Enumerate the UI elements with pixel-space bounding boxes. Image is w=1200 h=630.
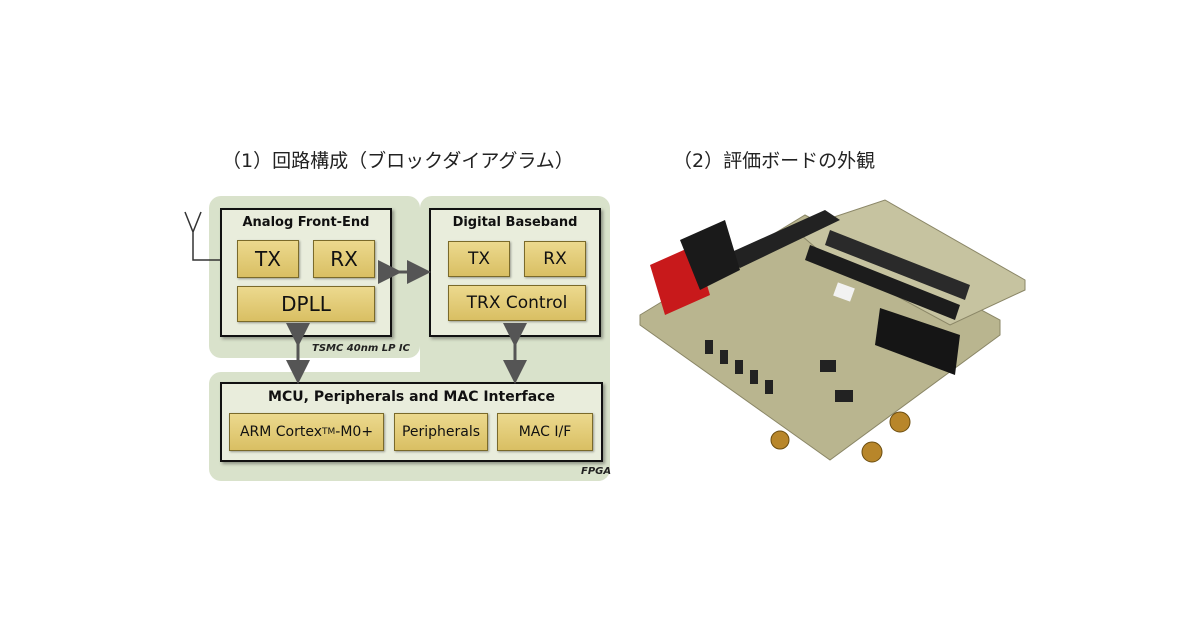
analog-front-end-block: Analog Front-End TX RX DPLL [220, 208, 392, 337]
caption-board-photo: （2）評価ボードの外観 [673, 150, 876, 172]
digital-baseband-title: Digital Baseband [452, 215, 578, 230]
dbb-trx-control-block: TRX Control [448, 285, 586, 321]
peripherals-block: Peripherals [394, 413, 488, 451]
afe-dpll-block: DPLL [237, 286, 375, 322]
afe-tx-block: TX [237, 240, 299, 278]
dbb-tx-block: TX [448, 241, 510, 277]
panel-gap [209, 358, 420, 372]
antenna-icon [184, 211, 220, 261]
mac-if-block: MAC I/F [497, 413, 593, 451]
fpga-label: FPGA [581, 466, 612, 477]
trademark-mark: TM [322, 427, 336, 437]
board-label [833, 282, 855, 302]
sma-connectors [770, 411, 911, 463]
chip-process-label: TSMC 40nm LP IC [312, 343, 410, 354]
analog-front-end-title: Analog Front-End [242, 215, 370, 230]
caption-block-diagram: （1）回路構成（ブロックダイアグラム） [222, 150, 574, 172]
afe-rx-block: RX [313, 240, 375, 278]
evaluation-board-photo [639, 199, 1026, 463]
mcu-block: MCU, Peripherals and MAC Interface ARM C… [220, 382, 603, 462]
arm-cortex-suffix: -M0+ [335, 424, 374, 440]
power-connector-red [650, 220, 740, 315]
mcu-title: MCU, Peripherals and MAC Interface [268, 389, 555, 405]
arm-cortex-label: ARM Cortex [239, 424, 323, 440]
jumper-headers [705, 340, 853, 402]
dbb-rx-block: RX [524, 241, 586, 277]
pin-headers [725, 210, 970, 375]
